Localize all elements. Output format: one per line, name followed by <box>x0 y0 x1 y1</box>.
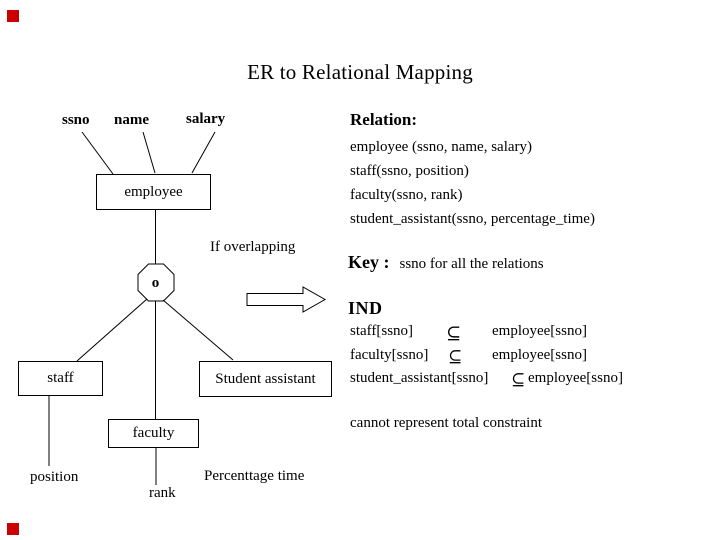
subset-symbol: ⊆ <box>511 370 526 389</box>
key-statement: Key : ssno for all the relations <box>348 252 544 273</box>
entity-label-faculty: faculty <box>132 425 175 441</box>
line-salary-to-employee <box>191 131 216 174</box>
ind-statement-staff: staff[ssno] ⊆ employee[ssno] <box>350 323 680 343</box>
key-text: ssno for all the relations <box>399 256 544 272</box>
line-octagon-to-staff <box>76 298 148 362</box>
relation-staff: staff(ssno, position) <box>350 163 469 179</box>
ind-rhs: employee[ssno] <box>528 370 623 386</box>
ind-rhs: employee[ssno] <box>492 347 587 363</box>
attribute-label-ssno: ssno <box>62 112 90 128</box>
ind-statement-faculty: faculty[ssno] ⊆ employee[ssno] <box>350 347 680 367</box>
ind-lhs: student_assistant[ssno] <box>350 370 489 386</box>
entity-label-employee: employee <box>124 183 183 200</box>
overlap-condition-label: If overlapping <box>210 239 296 255</box>
entity-label-student-assistant: Student assistant <box>215 370 316 387</box>
entity-box-faculty: faculty <box>108 419 199 448</box>
constraint-note: cannot represent total constraint <box>350 415 543 431</box>
red-corner-marker-bottom <box>7 523 19 535</box>
key-label: Key : <box>348 252 390 272</box>
ind-statement-student-assistant: student_assistant[ssno] ⊆ employee[ssno] <box>350 370 680 390</box>
entity-box-employee: employee <box>96 174 211 210</box>
relation-list: employee (ssno, name, salary) staff(ssno… <box>350 135 595 231</box>
ind-lhs: staff[ssno] <box>350 323 414 339</box>
attribute-label-percentage-time: Percenttage time <box>204 468 305 484</box>
line-octagon-to-student <box>162 299 234 361</box>
entity-box-staff: staff <box>18 361 103 396</box>
page-title: ER to Relational Mapping <box>247 60 473 84</box>
attribute-label-position: position <box>30 469 79 485</box>
relation-faculty: faculty(ssno, rank) <box>350 187 463 203</box>
subset-symbol: ⊆ <box>446 323 462 343</box>
line-ssno-to-employee <box>81 131 114 175</box>
ind-rhs: employee[ssno] <box>492 323 587 339</box>
relation-heading: Relation: <box>350 110 418 129</box>
subset-symbol: ⊆ <box>448 347 463 366</box>
block-arrow-right <box>246 286 327 313</box>
attribute-label-salary: salary <box>186 111 226 127</box>
entity-box-student-assistant: Student assistant <box>199 361 332 397</box>
attribute-label-name: name <box>114 112 149 128</box>
overlap-circle-label: o <box>151 274 160 291</box>
entity-label-staff: staff <box>47 370 74 386</box>
relation-student-assistant: student_assistant(ssno, percentage_time) <box>350 211 595 227</box>
attribute-label-rank: rank <box>149 485 176 501</box>
red-corner-marker-top <box>7 10 19 22</box>
ind-heading: IND <box>348 298 383 318</box>
ind-lhs: faculty[ssno] <box>350 347 429 363</box>
relation-employee: employee (ssno, name, salary) <box>350 139 533 155</box>
line-name-to-employee <box>142 131 156 174</box>
